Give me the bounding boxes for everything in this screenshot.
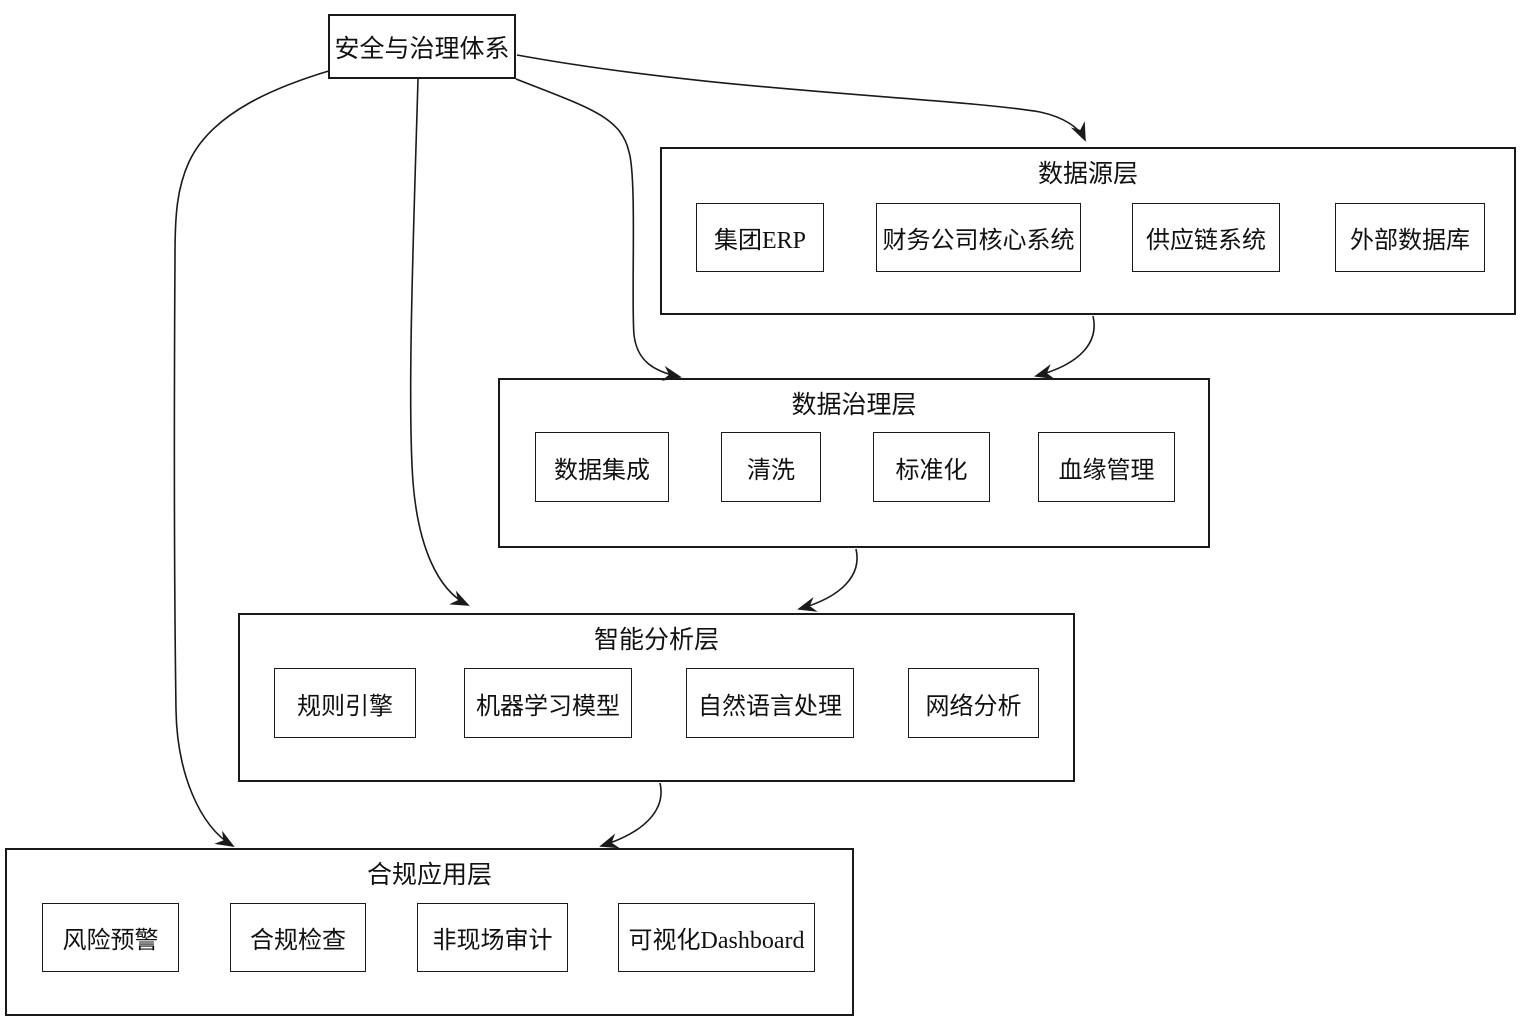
node-lineage-management: 血缘管理 xyxy=(1038,432,1175,502)
node-standardization: 标准化 xyxy=(873,432,990,502)
node-label: 自然语言处理 xyxy=(698,693,842,720)
arrow-root-to-data-source xyxy=(516,54,1086,142)
node-label: 血缘管理 xyxy=(1058,457,1155,484)
node-external-database: 外部数据库 xyxy=(1335,203,1485,272)
node-label: 集团ERP xyxy=(713,228,806,254)
layer-box-data-governance xyxy=(498,378,1210,548)
arrow-root-to-compliance-application xyxy=(173,69,333,847)
arrow-root-to-data-governance xyxy=(515,78,682,381)
layer-title-data-source: 数据源层 xyxy=(1037,161,1138,188)
node-rule-engine: 规则引擎 xyxy=(274,668,416,738)
layer-title-data-governance: 数据治理层 xyxy=(791,392,917,419)
node-label: 规则引擎 xyxy=(297,693,393,720)
node-label: 供应链系统 xyxy=(1146,228,1266,254)
arrow-root-to-intelligent-analysis xyxy=(409,78,470,606)
node-visualization-dashboard: 可视化Dashboard xyxy=(618,903,815,972)
arrow-data-source-to-data-governance xyxy=(1034,315,1095,379)
node-label: 非现场审计 xyxy=(432,928,553,954)
layer-title-compliance-application: 合规应用层 xyxy=(366,862,492,889)
layer-box-data-source xyxy=(660,147,1516,315)
node-natural-language-processing: 自然语言处理 xyxy=(686,668,854,738)
node-data-integration: 数据集成 xyxy=(535,432,669,502)
layer-title-intelligent-analysis: 智能分析层 xyxy=(593,627,719,654)
node-label: 安全与治理体系 xyxy=(334,35,510,63)
node-label: 标准化 xyxy=(895,457,968,484)
node-label: 外部数据库 xyxy=(1350,228,1470,254)
node-label: 清洗 xyxy=(747,457,795,484)
node-finance-company-core-system: 财务公司核心系统 xyxy=(876,203,1081,272)
node-network-analysis: 网络分析 xyxy=(908,668,1039,738)
node-compliance-check: 合规检查 xyxy=(230,903,366,972)
node-label: 风险预警 xyxy=(62,928,159,954)
node-label: 机器学习模型 xyxy=(476,693,620,720)
node-security-governance-system: 安全与治理体系 xyxy=(328,14,516,79)
node-risk-warning: 风险预警 xyxy=(42,903,179,972)
node-label: 网络分析 xyxy=(925,693,1022,720)
arrow-intelligent-analysis-to-compliance-application xyxy=(599,782,662,849)
layer-box-intelligent-analysis xyxy=(238,613,1075,782)
node-group-erp: 集团ERP xyxy=(696,203,824,272)
node-supply-chain-system: 供应链系统 xyxy=(1132,203,1280,272)
node-label: 合规检查 xyxy=(250,928,346,954)
node-offsite-audit: 非现场审计 xyxy=(417,903,568,972)
node-label: 可视化Dashboard xyxy=(628,928,805,954)
layer-box-compliance-application xyxy=(5,848,854,1016)
node-machine-learning-model: 机器学习模型 xyxy=(464,668,632,738)
arrow-data-governance-to-intelligent-analysis xyxy=(797,548,858,612)
node-label: 财务公司核心系统 xyxy=(882,228,1075,254)
node-cleansing: 清洗 xyxy=(721,432,821,502)
node-label: 数据集成 xyxy=(554,457,650,484)
